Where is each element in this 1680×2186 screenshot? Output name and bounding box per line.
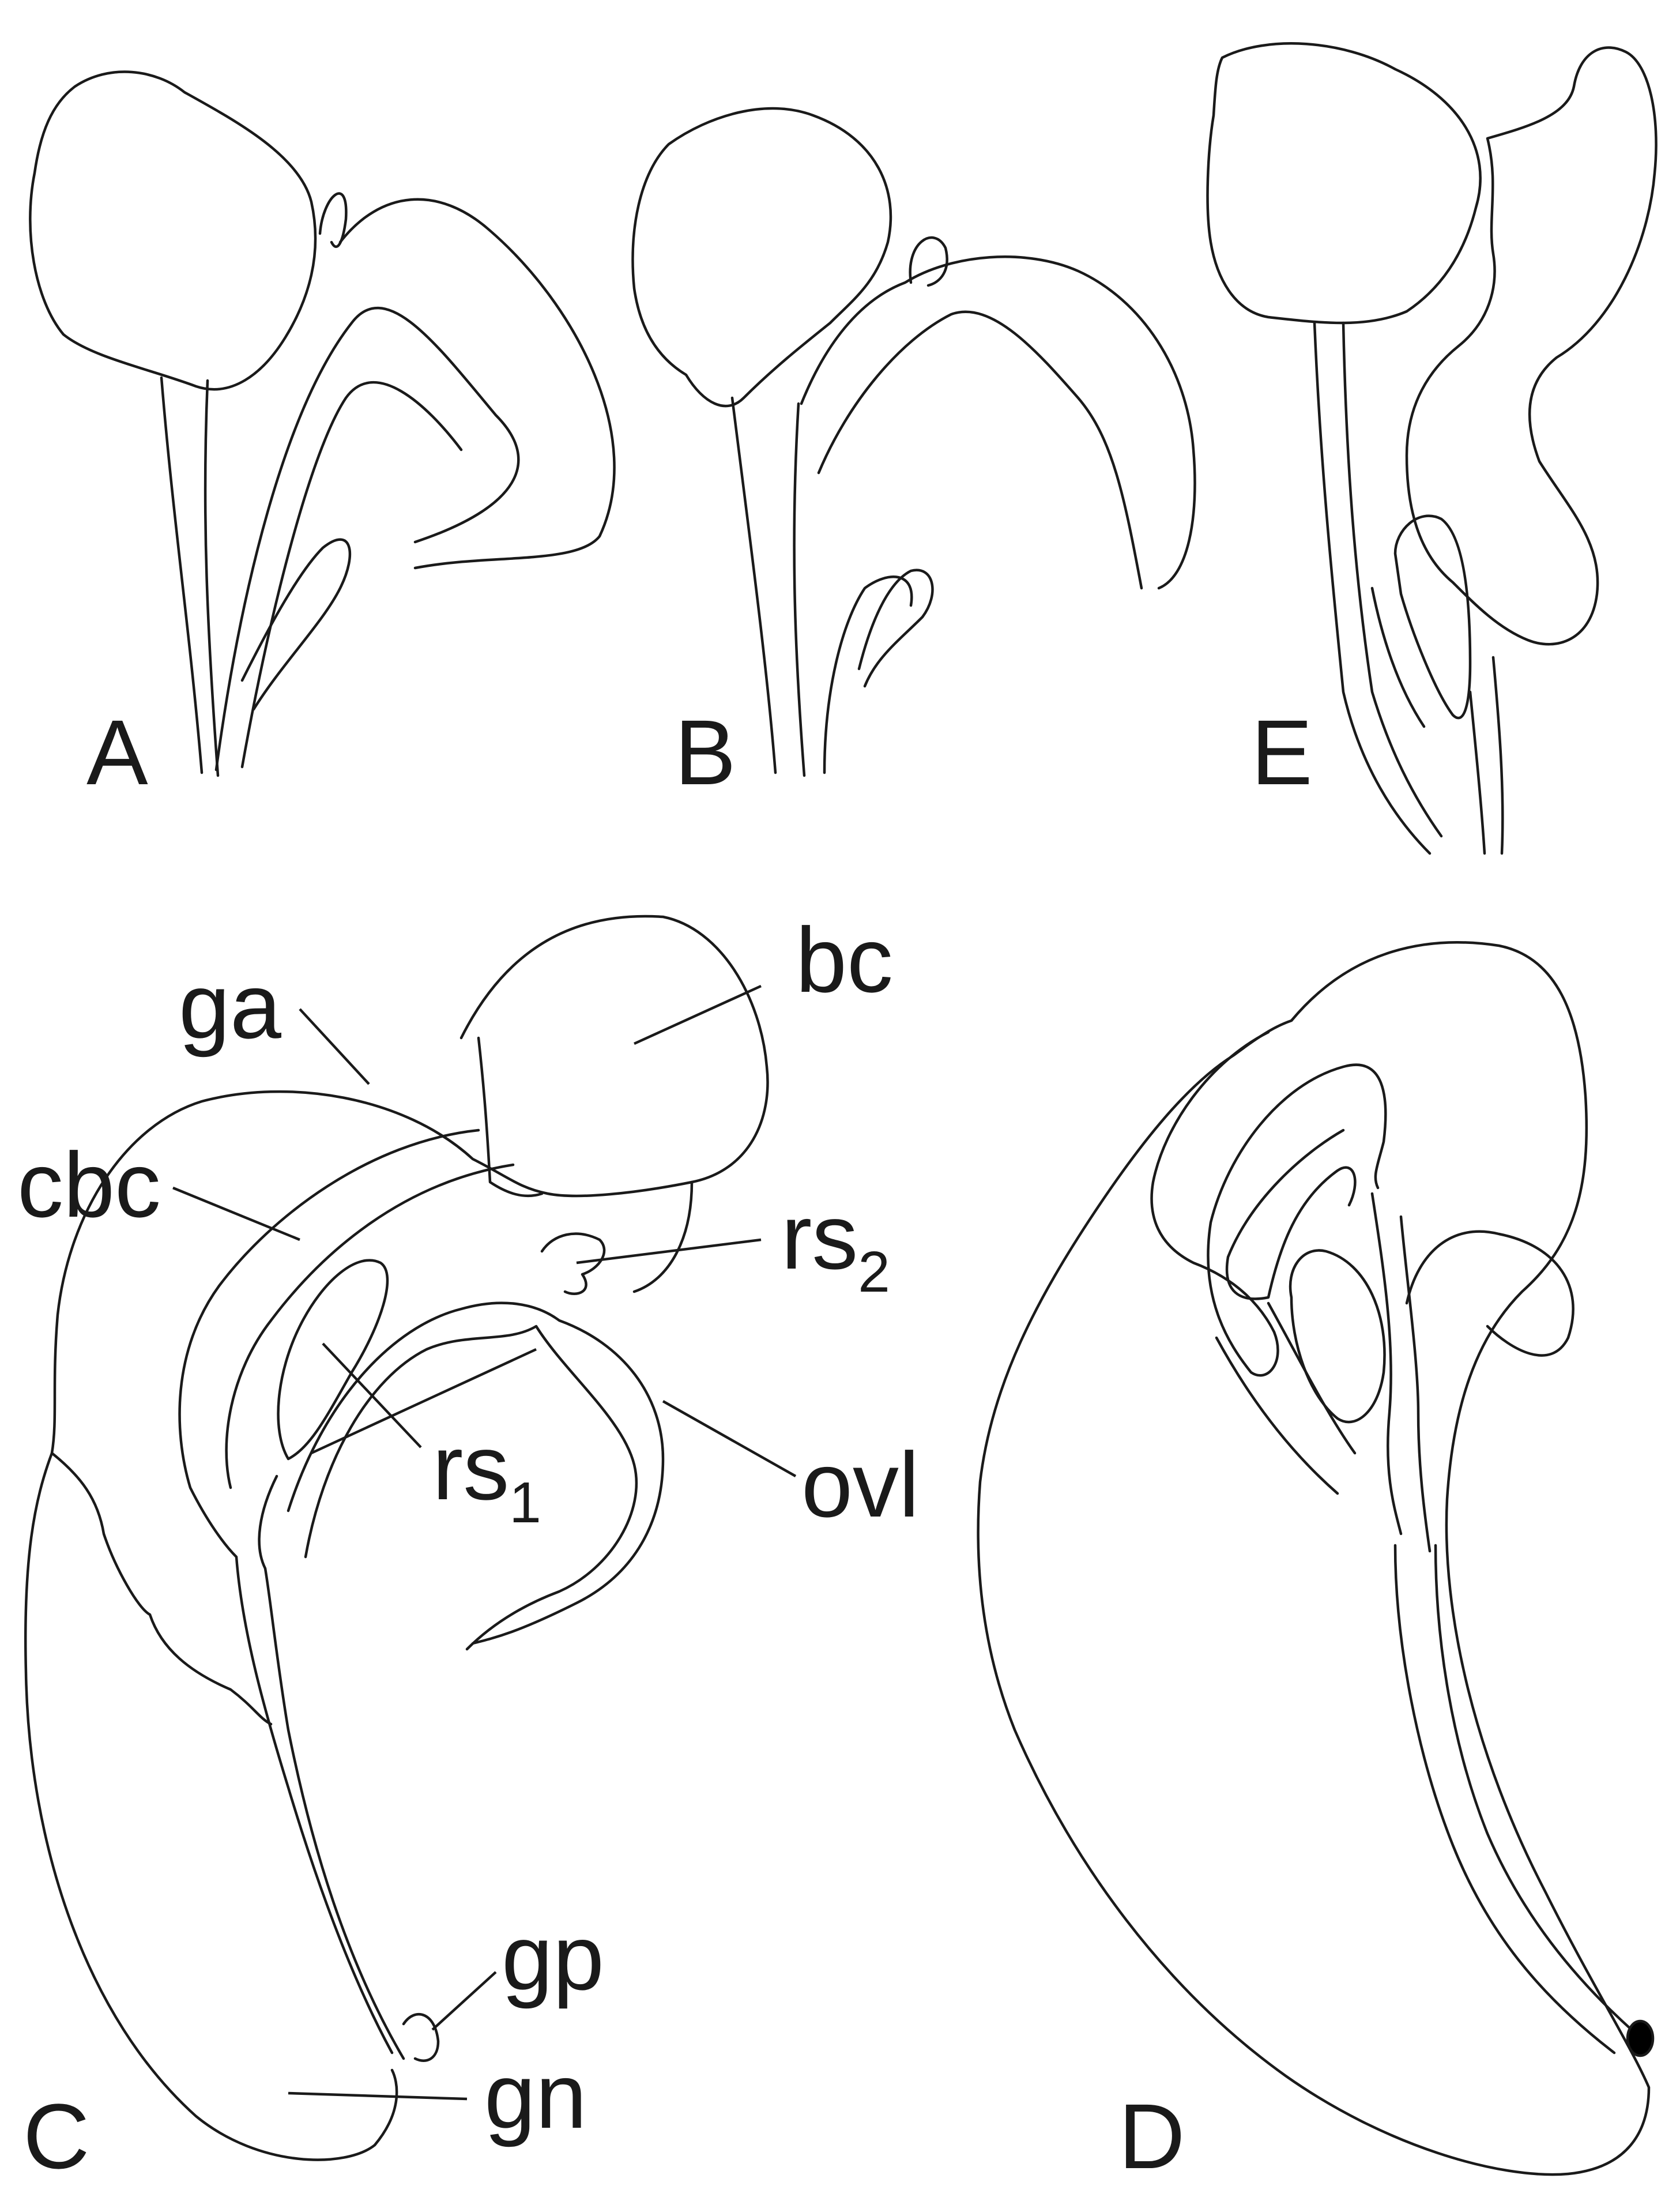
leader-rs1	[322, 1342, 422, 1448]
panel-d-ducts	[1215, 1192, 1432, 1553]
panel-a-drawing	[29, 70, 616, 777]
panel-b-bursa-duct	[730, 396, 806, 777]
label-rs2: rs2	[781, 1185, 890, 1304]
label-rs1: rs1	[432, 1416, 541, 1535]
panel-e-sac	[1393, 514, 1472, 720]
panel-d-gonopore-duct	[1393, 1544, 1633, 2055]
label-rs1-sub: 1	[509, 1470, 541, 1535]
panel-c-receptaculum-2	[540, 1232, 606, 1295]
panel-b-receptaculum	[909, 236, 948, 287]
panel-a-receptaculum	[318, 192, 348, 248]
panel-d-gland-loop	[1150, 1030, 1387, 1377]
label-ga: ga	[179, 954, 281, 1058]
panel-d-gonopore	[1626, 2019, 1655, 2057]
panel-e-bursa-duct	[1313, 321, 1443, 855]
panel-c-drawing	[24, 915, 769, 2161]
panel-e-bursa	[1206, 42, 1482, 325]
panel-a-bursa-duct	[160, 376, 220, 777]
panel-e-oviduct	[1405, 46, 1658, 646]
panel-b-drawing	[631, 107, 1196, 777]
label-rs2-main: rs	[781, 1185, 858, 1288]
leader-gn	[288, 2091, 468, 2101]
panel-c-oviduct	[287, 1301, 665, 1651]
label-cbc: cbc	[17, 1133, 161, 1236]
label-gp: gp	[502, 1906, 604, 2009]
panel-a-letter: A	[86, 701, 148, 804]
panel-d-receptaculum	[1289, 1249, 1386, 1424]
panel-d-letter: D	[1118, 2085, 1185, 2186]
panel-b-bursa	[631, 107, 892, 408]
panel-a-bursa	[29, 70, 317, 391]
panel-a-sac	[240, 538, 352, 711]
leader-ovl	[662, 1400, 797, 1477]
panel-c-bursa	[477, 1036, 544, 1198]
panel-e-letter: E	[1251, 701, 1313, 804]
panel-c-body-outline	[24, 915, 769, 2161]
panel-c-gonopore-duct	[258, 1474, 405, 2060]
leader-ga	[299, 1008, 370, 1085]
panel-b-oviduct	[800, 255, 1196, 774]
panel-e-lower-ducts	[1370, 586, 1504, 855]
label-ovl: ovl	[801, 1433, 920, 1536]
label-rs2-sub: 2	[858, 1240, 890, 1304]
panel-a-oviduct	[214, 198, 616, 772]
panel-c-bursa-duct	[178, 1128, 694, 2055]
panel-c-gland	[50, 1451, 273, 1726]
label-gn: gn	[484, 2044, 587, 2147]
panel-d-body-outline	[977, 941, 1651, 2176]
panel-d-drawing	[977, 941, 1651, 2176]
label-rs1-main: rs	[432, 1416, 509, 1519]
panel-b-sac	[857, 569, 934, 688]
leader-bc	[634, 984, 762, 1045]
leader-cbc	[172, 1186, 300, 1241]
leader-rs2	[576, 1238, 762, 1265]
leader-rs1b	[311, 1348, 537, 1455]
label-bc: bc	[796, 908, 893, 1011]
leader-gp	[431, 1971, 497, 2031]
panel-d-inner-loop	[1225, 1128, 1357, 1300]
panel-c-letter: C	[23, 2085, 90, 2186]
panel-e-drawing	[1206, 42, 1658, 855]
panel-d-bursa	[1405, 1230, 1574, 1357]
panel-b-letter: B	[675, 701, 736, 804]
panel-c-genital-papilla	[402, 2013, 440, 2062]
